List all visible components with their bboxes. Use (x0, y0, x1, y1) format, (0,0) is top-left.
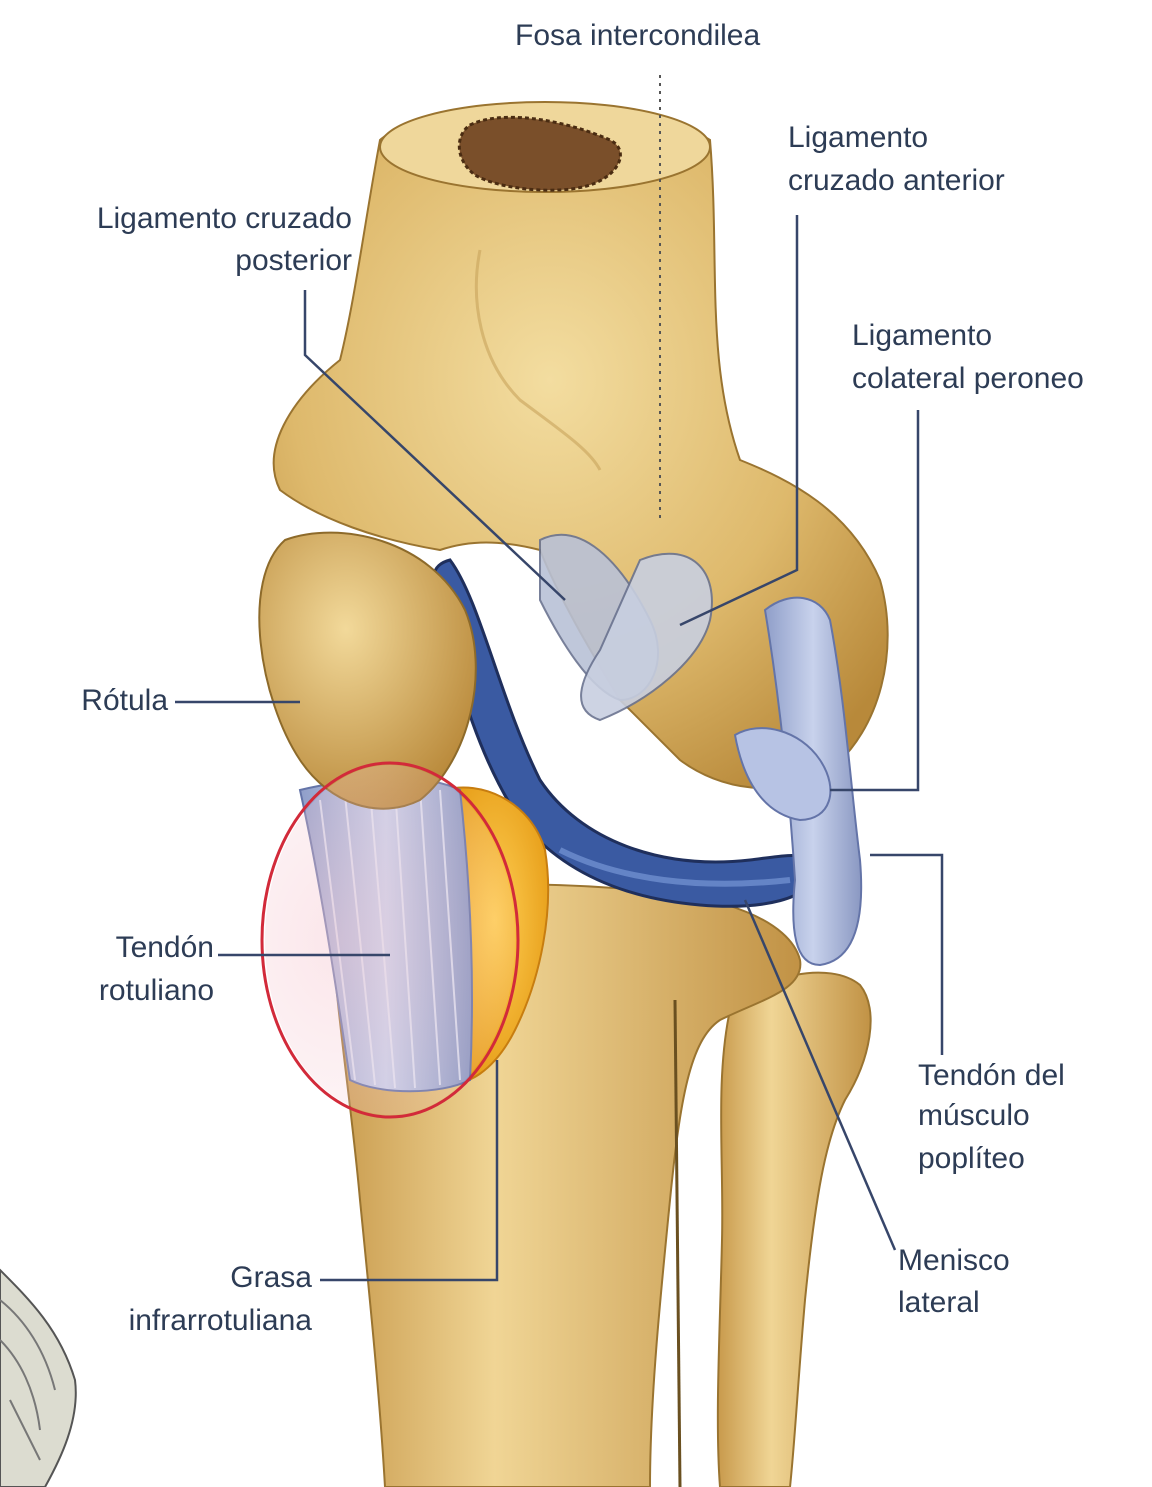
leader-lines (175, 215, 944, 1282)
label-menisco-2: lateral (898, 1286, 980, 1319)
label-tendon-rot-2: rotuliano (99, 974, 214, 1007)
label-lcl-2: colateral peroneo (852, 362, 1084, 395)
leader-menisco (743, 899, 897, 1251)
label-grasa-1: Grasa (230, 1261, 312, 1294)
label-rotula: Rótula (81, 684, 168, 717)
highlight-patellar-tendon (260, 761, 520, 1119)
leader-popliteo (870, 853, 944, 1055)
label-popliteo-2: músculo (918, 1099, 1030, 1132)
cruciate-ligaments (539, 533, 713, 722)
label-fosa: Fosa intercondilea (515, 19, 760, 52)
label-lcp-2: posterior (235, 244, 352, 277)
label-lca-2: cruzado anterior (788, 164, 1005, 197)
leader-lcp (303, 290, 566, 601)
partial-figure-corner (0, 1268, 77, 1487)
label-grasa-2: infrarrotuliana (129, 1304, 313, 1337)
label-lcl-1: Ligamento (852, 319, 992, 352)
label-popliteo-3: poplíteo (918, 1142, 1025, 1175)
fibula-bone (716, 971, 872, 1487)
leader-lcl (830, 410, 920, 792)
label-group: Fosa intercondilea Ligamento cruzado ant… (81, 19, 1084, 1337)
label-lcp-1: Ligamento cruzado (97, 202, 352, 235)
lateral-collateral-ligament (733, 596, 863, 967)
leader-grasa (320, 1060, 499, 1282)
label-menisco-1: Menisco (898, 1244, 1010, 1277)
leader-lca (679, 215, 799, 627)
label-tendon-rot-1: Tendón (116, 931, 214, 964)
label-lca-1: Ligamento (788, 121, 928, 154)
femur-bone (272, 75, 889, 790)
label-popliteo-1: Tendón del (918, 1059, 1065, 1092)
